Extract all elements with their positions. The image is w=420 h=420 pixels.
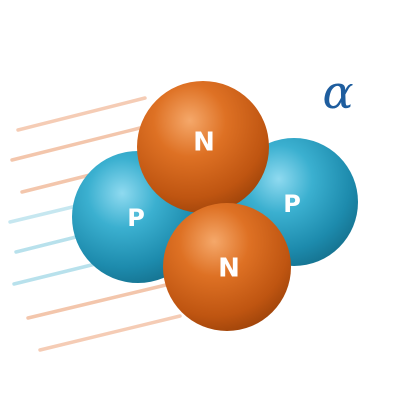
- neutron-sphere: [137, 81, 269, 213]
- proton-left-label: P: [127, 204, 145, 232]
- trail-line: [16, 96, 147, 132]
- trail-line: [38, 314, 182, 352]
- neutron-top-label: N: [193, 128, 215, 158]
- neutron-top: N: [137, 81, 269, 213]
- neutron-bottom: N: [163, 203, 291, 331]
- alpha-symbol: α: [322, 65, 353, 119]
- trail-line: [10, 126, 142, 162]
- neutron-sphere: [163, 203, 291, 331]
- trail-line: [8, 202, 87, 224]
- motion-trails: [8, 96, 182, 352]
- neutron-bottom-label: N: [218, 254, 240, 284]
- trail-line: [26, 282, 172, 320]
- trail-line: [14, 234, 82, 254]
- proton-right-label: P: [283, 190, 301, 218]
